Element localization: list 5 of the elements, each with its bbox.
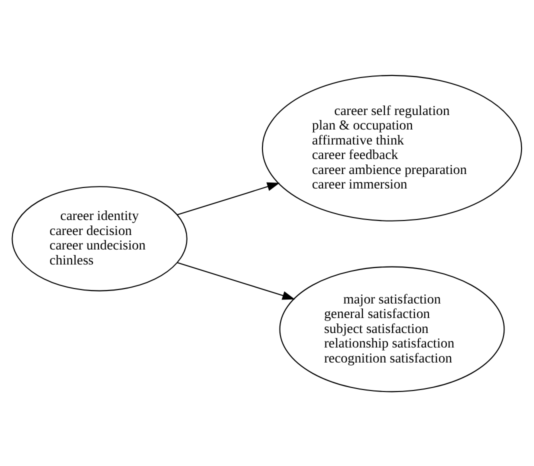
arrow: [177, 182, 280, 215]
arrow: [177, 262, 296, 300]
node-ellipse: career self regulation plan & occupation affirmative think career feedback career ambience preparation career immersion: [262, 74, 522, 221]
node-ellipse: major satisfaction general satisfaction subject satisfaction relationship satisfaction recognition satisfaction: [279, 266, 505, 392]
node-ellipse: career identity career decision career undecision chinless: [12, 186, 188, 291]
